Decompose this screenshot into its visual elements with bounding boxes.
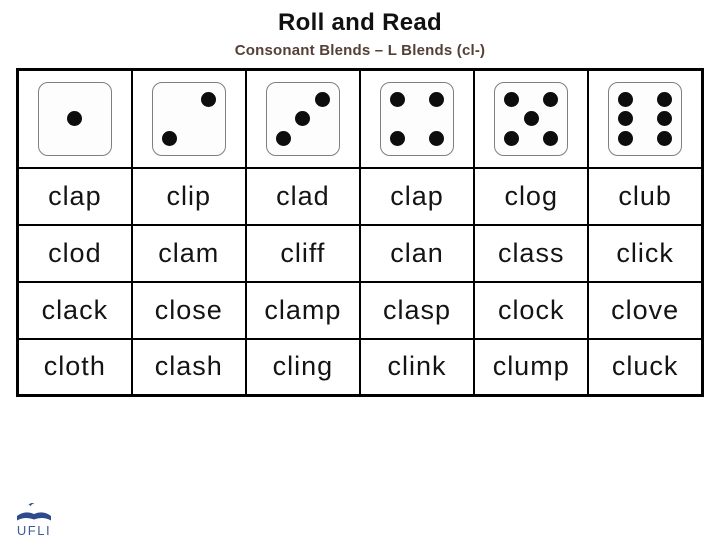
die-pip — [428, 130, 444, 146]
die-pip — [618, 130, 634, 146]
die-pip — [543, 91, 559, 107]
ufli-bird-book-icon — [17, 502, 51, 521]
word-cell: clap — [358, 166, 476, 226]
word-cell: clan — [358, 223, 476, 283]
word-cell: class — [473, 223, 590, 283]
die-cell-6 — [587, 68, 704, 169]
die-cell-5 — [473, 68, 590, 169]
word-cell: clip — [130, 166, 247, 226]
word-cell: clack — [16, 280, 133, 340]
word-cell: clap — [16, 166, 133, 226]
die-cell-4 — [358, 68, 476, 169]
ufli-logo: UFLI — [12, 499, 56, 537]
word-cell: clash — [130, 337, 247, 397]
die-pip — [523, 111, 539, 127]
word-cell: clink — [358, 337, 476, 397]
die-pip — [314, 91, 330, 107]
die-6-icon — [608, 81, 683, 156]
die-pip — [390, 130, 406, 146]
die-pip — [390, 91, 406, 107]
word-cell: clove — [587, 280, 704, 340]
word-cell: club — [587, 166, 704, 226]
die-cell-1 — [16, 68, 133, 169]
word-cell: click — [587, 223, 704, 283]
die-cell-2 — [130, 68, 247, 169]
word-cell: clam — [130, 223, 247, 283]
die-pip — [276, 130, 292, 146]
die-pip — [67, 111, 83, 127]
word-cell: clamp — [244, 280, 361, 340]
ufli-logo-text: UFLI — [16, 523, 52, 538]
word-cell: clump — [473, 337, 590, 397]
die-1-icon — [37, 81, 112, 156]
die-pip — [656, 130, 672, 146]
word-cell: cloth — [16, 337, 133, 397]
page-title: Roll and Read — [278, 9, 442, 36]
die-pip — [618, 91, 634, 107]
word-cell: clog — [473, 166, 590, 226]
word-cell: clod — [16, 223, 133, 283]
die-cell-3 — [244, 68, 361, 169]
die-pip — [428, 91, 444, 107]
die-2-icon — [151, 81, 226, 156]
die-pip — [543, 130, 559, 146]
word-cell: clasp — [358, 280, 476, 340]
page-subtitle: Consonant Blends – L Blends (cl-) — [234, 42, 486, 59]
die-3-icon — [265, 81, 340, 156]
die-pip — [504, 91, 520, 107]
word-cell: cliff — [244, 223, 361, 283]
die-pip — [656, 91, 672, 107]
die-pip — [656, 111, 672, 127]
die-4-icon — [380, 81, 455, 156]
die-pip — [295, 111, 311, 127]
die-pip — [161, 130, 177, 146]
word-cell: close — [130, 280, 247, 340]
dice-header-row — [16, 68, 704, 169]
word-cell: clad — [244, 166, 361, 226]
die-5-icon — [494, 81, 569, 156]
die-pip — [504, 130, 520, 146]
word-cell: cluck — [587, 337, 704, 397]
die-pip — [618, 111, 634, 127]
word-cell: clock — [473, 280, 590, 340]
word-cell: cling — [244, 337, 361, 397]
die-pip — [200, 91, 216, 107]
